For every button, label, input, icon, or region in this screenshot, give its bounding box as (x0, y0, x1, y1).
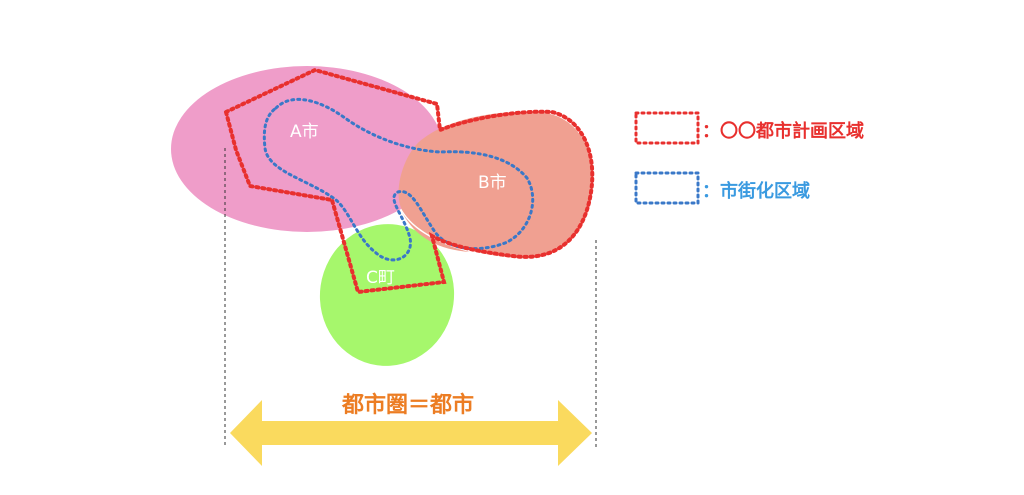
city-a-label: A市 (290, 122, 319, 142)
town-c-label: C町 (366, 268, 395, 288)
city-b-overlap (402, 212, 470, 252)
city-b-region (398, 111, 594, 259)
legend-swatch-city-planning-area (634, 111, 700, 145)
legend-swatch-urbanization-area (634, 171, 700, 205)
span-double-arrow (230, 400, 592, 466)
legend-label-city-planning-area: ：〇〇都市計画区域 (702, 120, 864, 142)
legend-label-urbanization-area: ：市街化区域 (702, 180, 810, 202)
city-planning-area-boundary (223, 67, 595, 295)
town-c-region (319, 224, 455, 366)
city-b-label: B市 (478, 173, 507, 193)
span-label: 都市圏＝都市 (341, 392, 474, 418)
urbanization-area-boundary (262, 97, 535, 262)
